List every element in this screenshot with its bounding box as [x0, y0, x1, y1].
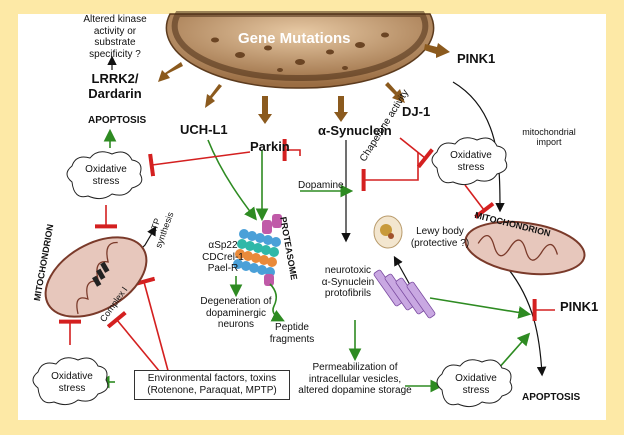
- protofibrils-label: neurotoxic α-Synuclein protofibrils: [321, 265, 375, 299]
- mutation-arrows: [158, 43, 450, 124]
- substrates-label: αSp22 CDCrel-1 Pael-R: [202, 240, 244, 274]
- uchl1-label: UCH-L1: [180, 122, 228, 137]
- pink1-right-label: PINK1: [560, 299, 599, 314]
- lewy-body-label: Lewy body (protective ?): [410, 226, 470, 249]
- protofibrils: [373, 269, 436, 319]
- degeneration-label: Degeneration of dopaminergic neurons: [200, 296, 272, 330]
- proteasome: [233, 214, 285, 322]
- mitochondrion-right: [464, 220, 586, 276]
- gene-mutations-title: Gene Mutations: [238, 30, 351, 47]
- environmental-factors-line2: (Rotenone, Paraquat, MPTP): [147, 385, 277, 396]
- oxidative-stress-label-4: Oxidative stress: [455, 373, 497, 396]
- dj1-label: DJ-1: [402, 104, 431, 119]
- mitochondrion-left: [44, 236, 148, 318]
- permeabilization-label: Permeabilization of intracellular vesicl…: [298, 362, 412, 396]
- parkin-label: Parkin: [250, 139, 290, 154]
- lrrk2-label: LRRK2/ Dardarin: [88, 71, 142, 101]
- alpha-synuclein-label: α-Synuclein: [318, 123, 392, 138]
- oxidative-stress-label-3: Oxidative stress: [51, 371, 93, 394]
- peptide-fragments-label: Peptide fragments: [269, 322, 315, 345]
- stress-clouds: [32, 137, 513, 408]
- mitochondrial-import-label: mitochondrial import: [522, 127, 576, 148]
- lewy-body: [373, 215, 403, 249]
- pink1-top-label: PINK1: [457, 51, 496, 66]
- environmental-factors-box: Environmental factors, toxins (Rotenone,…: [134, 370, 290, 400]
- dopamine-label: Dopamine: [298, 180, 344, 191]
- environmental-factors-line1: Environmental factors, toxins: [147, 373, 277, 384]
- oxidative-stress-label-1: Oxidative stress: [85, 164, 127, 187]
- oxidative-stress-label-2: Oxidative stress: [450, 150, 492, 173]
- gene-mutations-sphere: [165, 11, 435, 89]
- altered-kinase-label: Altered kinase activity or substrate spe…: [83, 14, 147, 60]
- apoptosis-bottom-label: APOPTOSIS: [522, 392, 581, 403]
- apoptosis-top-label: APOPTOSIS: [88, 115, 147, 126]
